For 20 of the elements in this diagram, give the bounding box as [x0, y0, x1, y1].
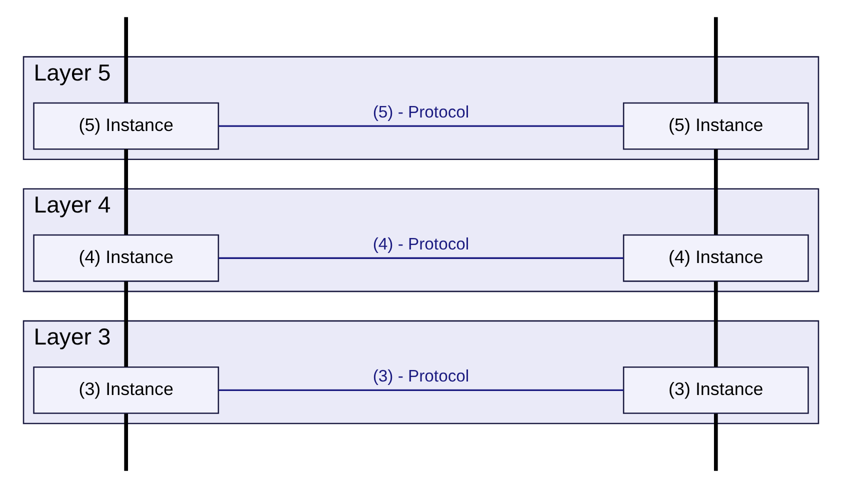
node-box: (3) Instance	[33, 366, 220, 414]
node-box: (4) Instance	[622, 234, 809, 282]
connector	[218, 125, 624, 127]
edge-label: (5) - Protocol	[372, 102, 470, 122]
connector	[124, 414, 128, 471]
connector	[714, 17, 718, 103]
connector	[714, 414, 718, 471]
connector	[218, 257, 624, 259]
node-box: (3) Instance	[622, 366, 809, 414]
node-box: (5) Instance	[33, 102, 220, 150]
connector	[714, 149, 718, 235]
connector	[714, 281, 718, 367]
edge-label: (4) - Protocol	[372, 234, 470, 254]
node-box: (4) Instance	[33, 234, 220, 282]
connector	[124, 281, 128, 367]
connector	[124, 149, 128, 235]
edge-label: (3) - Protocol	[372, 366, 470, 386]
connector	[218, 389, 624, 391]
connector	[124, 17, 128, 103]
node-box: (5) Instance	[622, 102, 809, 150]
